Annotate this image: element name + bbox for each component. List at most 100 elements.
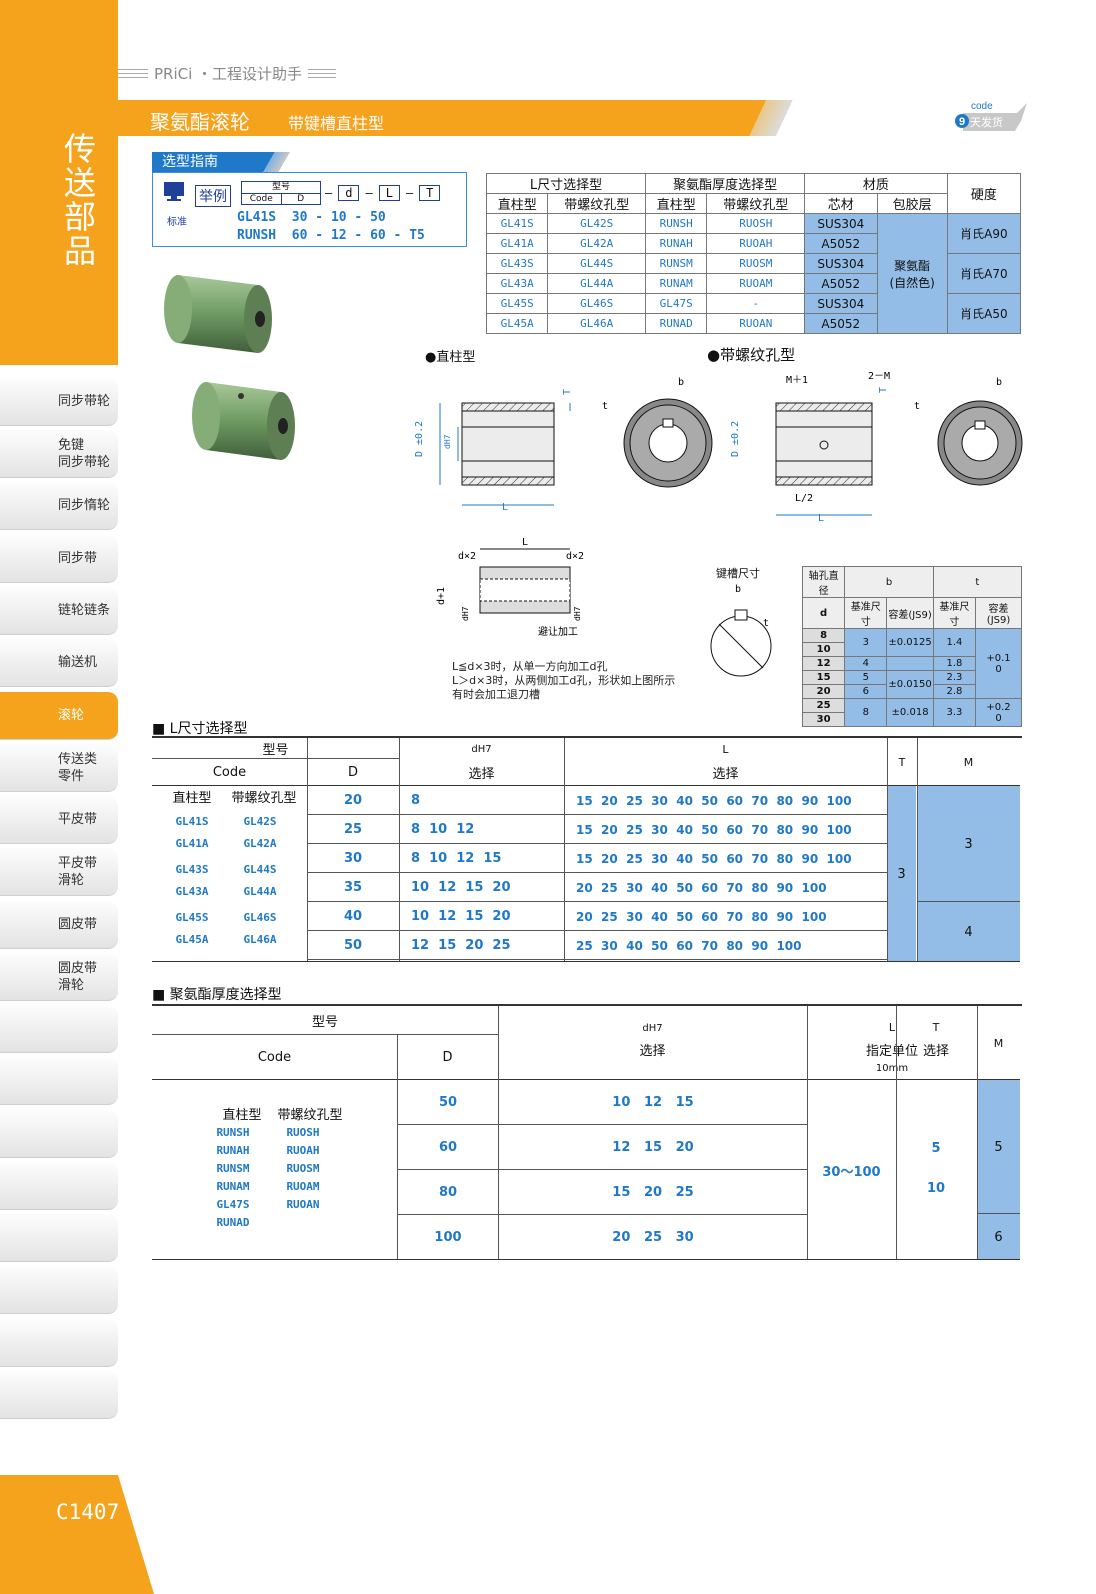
keyway-t: t: [763, 618, 769, 629]
material-cell: GL41A: [485, 233, 549, 254]
p-h-model: 型号: [311, 1014, 338, 1030]
table-rule: [399, 738, 400, 962]
product-photo-straight: [164, 275, 272, 353]
relief-dH7-left: dH7: [461, 606, 470, 621]
sidebar-item-16[interactable]: [0, 1214, 118, 1262]
guide-tab-tail: [250, 152, 300, 172]
sidebar-item-3[interactable]: 同步带: [0, 535, 118, 583]
sidebar-item-4[interactable]: 链轮链条: [0, 587, 118, 635]
table-rule: [887, 738, 888, 962]
sidebar-item-label: 圆皮带: [58, 917, 98, 932]
l-row-d: 10 12 15 20: [411, 909, 511, 924]
keyway-cell: 1.4: [932, 628, 977, 657]
sidebar-item-label: 免键 同步带轮: [58, 437, 111, 470]
material-cell: RUOSH: [706, 213, 806, 234]
l-row-L: 15 20 25 30 40 50 60 70 80 90 100: [576, 851, 852, 866]
material-cell: RUOAH: [706, 233, 806, 254]
threaded-side-view: [775, 402, 873, 516]
sidebar-item-1[interactable]: 免键 同步带轮: [0, 430, 118, 478]
sidebar-item-label: 滚轮: [58, 708, 85, 723]
hdr-threaded: 带螺纹孔型: [547, 193, 647, 214]
p-code-thread: RUOAH: [286, 1143, 320, 1157]
keyway-cell: 2.8: [932, 684, 977, 699]
p-row-d: 20 25 30: [612, 1230, 694, 1245]
dim-dH7-1: dH7: [443, 434, 452, 449]
l-row-d: 12 15 20 25: [411, 938, 511, 953]
dim-t-1: t: [602, 401, 608, 412]
sidebar-footer: [0, 1475, 118, 1594]
p-code-thread: RUOSH: [286, 1125, 320, 1139]
sidebar-item-14[interactable]: [0, 1110, 118, 1158]
sidebar-item-0[interactable]: 同步带轮: [0, 378, 118, 426]
hdr-core: 芯材: [804, 193, 878, 214]
sidebar-item-9[interactable]: 平皮带 滑轮: [0, 848, 118, 896]
badge-days: 9: [959, 116, 965, 128]
material-cell: GL44S: [547, 253, 647, 274]
keyway-cell: 3.3: [932, 698, 977, 727]
brand-text: PRiCi ・工程设计助手: [154, 64, 303, 83]
badge-code: code: [971, 101, 993, 112]
table-rule: [977, 1006, 978, 1260]
page-title: 聚氨酯滚轮: [150, 110, 250, 134]
table-rule: [398, 1214, 807, 1215]
keyway-cell: +0.2 0: [975, 698, 1022, 727]
table-rule: [152, 1079, 1020, 1080]
sidebar-item-6[interactable]: 滚轮: [0, 692, 118, 740]
dim-L-2: L: [818, 513, 824, 524]
sidebar-item-15[interactable]: [0, 1162, 118, 1210]
note-2: L＞d×3时，从两侧加工d孔，形状如上图所示: [452, 674, 676, 687]
keyway-cell: 6: [844, 684, 888, 699]
material-cell: RUNAM: [645, 273, 708, 294]
dim-L2: L/2: [795, 493, 813, 504]
sidebar-item-5[interactable]: 输送机: [0, 639, 118, 687]
page-subtitle: 带键槽直柱型: [288, 114, 385, 133]
sidebar-item-12[interactable]: [0, 1005, 118, 1053]
l-code-thread: GL44S: [243, 862, 277, 876]
material-cell: A5052: [804, 313, 878, 334]
sidebar-item-13[interactable]: [0, 1057, 118, 1105]
p-row-d: 15 20 25: [612, 1185, 694, 1200]
p-h-Lunit: 指定单位: [865, 1043, 918, 1059]
sidebar-item-10[interactable]: 圆皮带: [0, 901, 118, 949]
threaded-end-view: [937, 400, 1023, 486]
note-1: L≦d×3时，从单一方向加工d孔: [452, 660, 608, 673]
l-row-L: 20 25 30 40 50 60 70 80 90 100: [576, 909, 827, 924]
l-h-dH7: dH7: [471, 743, 492, 755]
relief-drawing: L d×2 d×2 d+1 dH7 dH7 避让加工: [436, 537, 584, 638]
table-rule: [498, 1006, 499, 1260]
monitor-icon: [164, 182, 184, 201]
table-l-rule: [152, 736, 1022, 738]
p-M2: 6: [994, 1229, 1003, 1245]
code-fields: –d –L –T: [325, 185, 441, 201]
sidebar-item-2[interactable]: 同步惰轮: [0, 482, 118, 530]
table-rule: [307, 959, 887, 960]
sidebar-item-19[interactable]: [0, 1371, 118, 1419]
table-rule: [307, 843, 887, 844]
hdr-l-type: L尺寸选择型: [485, 173, 647, 194]
sidebar-item-7[interactable]: 传送类 零件: [0, 744, 118, 792]
table-rule: [917, 738, 918, 962]
sidebar-item-8[interactable]: 平皮带: [0, 796, 118, 844]
relief-dx2-left: d×2: [458, 551, 476, 562]
hdr-straight-2: 直柱型: [645, 193, 708, 214]
field-T: T: [419, 185, 441, 201]
sidebar-item-17[interactable]: [0, 1266, 118, 1314]
material-cell: RUOSM: [706, 253, 806, 274]
sidebar-item-label: 链轮链条: [58, 603, 111, 618]
l-code-straight: GL41S: [175, 814, 209, 828]
table-rule: [398, 1169, 807, 1170]
table-rule: [307, 738, 308, 962]
page-code: C1407: [56, 1500, 120, 1524]
p-T1: 5: [931, 1140, 941, 1156]
sidebar-item-11[interactable]: 圆皮带 滑轮: [0, 953, 118, 1001]
keyway-cell: 15: [801, 670, 846, 685]
sidebar-item-18[interactable]: [0, 1319, 118, 1367]
l-row-D: 20: [343, 793, 363, 808]
table-rule: [397, 1034, 398, 1260]
l-row-D: 25: [343, 822, 363, 837]
p-m-bg-2: [977, 1214, 1020, 1260]
l-row-d: 8: [411, 793, 421, 808]
